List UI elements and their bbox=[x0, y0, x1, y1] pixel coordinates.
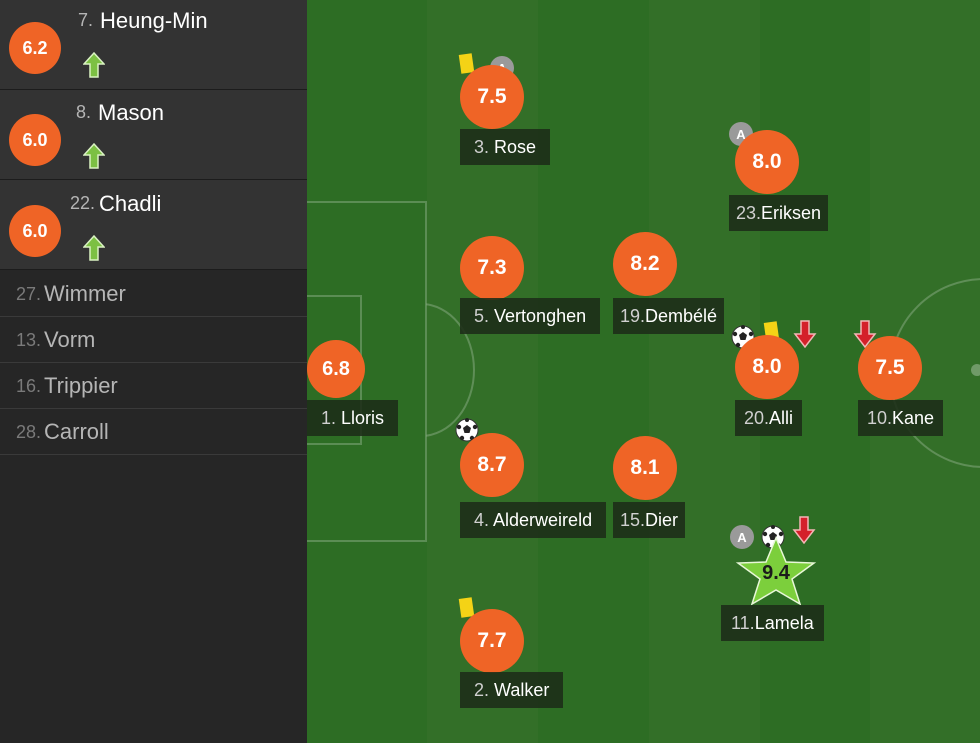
player-number: 10. bbox=[867, 408, 893, 428]
player-name: Eriksen bbox=[761, 203, 822, 223]
rating-badge: 7.3 bbox=[460, 236, 524, 300]
goal-icon bbox=[455, 418, 479, 442]
bench-row[interactable]: 16. Trippier bbox=[0, 363, 307, 409]
player-name: Chadli bbox=[99, 191, 162, 216]
player-label: 19.Dembélé bbox=[613, 298, 725, 334]
player-label: 4. Alderweireld bbox=[460, 502, 607, 538]
pitch-stripe bbox=[538, 0, 649, 743]
player-number: 7. bbox=[78, 10, 94, 30]
rating-badge: 6.8 bbox=[307, 340, 365, 398]
pitch: A 7.5 3. Rose A 8.0 23.Eriksen 7.3 5. Ve… bbox=[307, 0, 980, 743]
player-number: 22. bbox=[70, 193, 96, 213]
player-name: Alderweireld bbox=[493, 510, 593, 530]
sub-on-arrow-icon bbox=[83, 52, 105, 78]
player-label: 20.Alli bbox=[735, 400, 803, 436]
player-name: Heung-Min bbox=[100, 8, 208, 33]
player-name: Mason bbox=[98, 100, 165, 125]
sub-on-arrow-icon bbox=[83, 143, 105, 169]
player-label: 10.Kane bbox=[858, 400, 944, 436]
rating-badge: 8.1 bbox=[613, 436, 677, 500]
player-label: 3. Rose bbox=[460, 129, 551, 165]
rating-badge: 8.7 bbox=[460, 433, 524, 497]
sub-off-arrow-icon bbox=[792, 516, 816, 544]
player-number: 13. bbox=[16, 330, 42, 350]
rating-badge: 7.7 bbox=[460, 609, 524, 673]
player-number: 23. bbox=[736, 203, 762, 223]
player-name: Walker bbox=[494, 680, 550, 700]
player-number: 16. bbox=[16, 376, 42, 396]
player-name: Rose bbox=[494, 137, 537, 157]
penalty-box bbox=[307, 201, 427, 542]
rating-badge: 6.0 bbox=[9, 114, 61, 166]
player-number: 3. bbox=[474, 137, 490, 157]
rating-badge: 7.5 bbox=[460, 65, 524, 129]
bench-row[interactable]: 13. Vorm bbox=[0, 317, 307, 363]
player-number: 5. bbox=[474, 306, 490, 326]
rating-badge: 6.0 bbox=[9, 205, 61, 257]
player-number: 20. bbox=[744, 408, 770, 428]
player-name: Alli bbox=[769, 408, 794, 428]
assist-icon: A bbox=[730, 525, 754, 549]
player-number: 11. bbox=[731, 613, 755, 633]
player-name: Dembélé bbox=[645, 306, 718, 326]
player-number: 28. bbox=[16, 422, 42, 442]
player-label: 1. Lloris bbox=[307, 400, 399, 436]
player-label: 11.Lamela bbox=[721, 605, 824, 641]
substitute-row[interactable]: 6.0 22. Chadli bbox=[0, 180, 307, 270]
substitutes-panel: 6.2 7. Heung-Min 6.0 8. Mason 6.0 22. Ch… bbox=[0, 0, 307, 743]
player-name: Dier bbox=[645, 510, 679, 530]
player-number: 8. bbox=[76, 102, 92, 122]
sub-off-arrow-icon bbox=[793, 320, 817, 348]
player-label: 2. Walker bbox=[460, 672, 564, 708]
player-name: Wimmer bbox=[44, 281, 126, 306]
sub-on-arrow-icon bbox=[83, 235, 105, 261]
player-number: 2. bbox=[474, 680, 490, 700]
player-number: 1. bbox=[321, 408, 337, 428]
player-name: Vertonghen bbox=[494, 306, 587, 326]
rating-badge: 8.0 bbox=[735, 335, 799, 399]
player-name: Trippier bbox=[44, 373, 118, 398]
sub-off-arrow-icon bbox=[853, 320, 877, 348]
rating-badge: 8.0 bbox=[735, 130, 799, 194]
player-label: 15.Dier bbox=[613, 502, 686, 538]
player-name: Lamela bbox=[754, 613, 814, 633]
center-spot bbox=[971, 364, 980, 376]
rating-badge: 7.5 bbox=[858, 336, 922, 400]
bench-row[interactable]: 28. Carroll bbox=[0, 409, 307, 455]
substitute-row[interactable]: 6.2 7. Heung-Min bbox=[0, 0, 307, 90]
player-name: Lloris bbox=[341, 408, 385, 428]
bench-row[interactable]: 27. Wimmer bbox=[0, 271, 307, 317]
rating-badge: 8.2 bbox=[613, 232, 677, 296]
player-number: 4. bbox=[474, 510, 490, 530]
substitute-row[interactable]: 6.0 8. Mason bbox=[0, 90, 307, 180]
man-of-the-match-star-icon bbox=[735, 536, 817, 606]
player-number: 27. bbox=[16, 284, 42, 304]
player-name: Carroll bbox=[44, 419, 109, 444]
rating-badge: 6.2 bbox=[9, 22, 61, 74]
player-label: 5. Vertonghen bbox=[460, 298, 601, 334]
player-number: 15. bbox=[620, 510, 646, 530]
player-name: Kane bbox=[892, 408, 935, 428]
player-label: 23.Eriksen bbox=[729, 195, 829, 231]
player-number: 19. bbox=[620, 306, 646, 326]
player-name: Vorm bbox=[44, 327, 96, 352]
rating-badge: 9.4 bbox=[762, 562, 790, 584]
